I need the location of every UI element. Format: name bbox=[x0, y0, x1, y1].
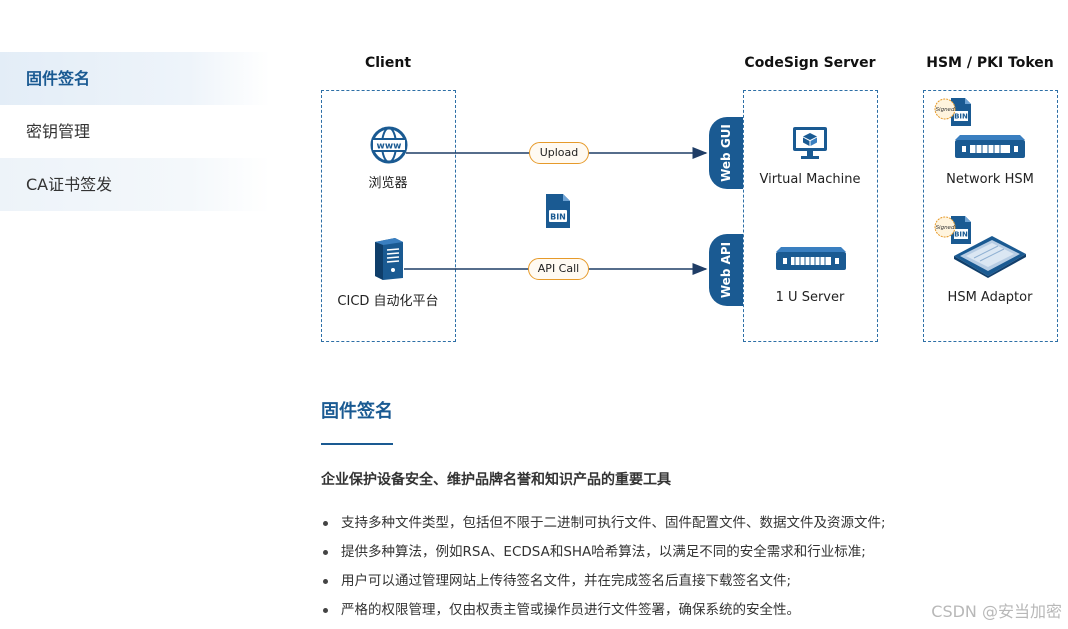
web-api-label: Web API bbox=[719, 241, 733, 299]
node-label-browser: 浏览器 bbox=[368, 176, 408, 191]
node-label-network-hsm: Network HSM bbox=[946, 172, 1034, 187]
signed-stamp-text: Signed bbox=[936, 107, 955, 113]
feature-list: 支持多种文件类型，包括但不限于二进制可执行文件、固件配置文件、数据文件及资源文件… bbox=[321, 513, 886, 629]
section-title: 固件签名 bbox=[321, 401, 393, 422]
sidebar-nav: 固件签名 密钥管理 CA证书签发 bbox=[0, 52, 270, 211]
sidebar-item-firmware-signing[interactable]: 固件签名 bbox=[0, 52, 270, 105]
hsm-box bbox=[923, 90, 1058, 342]
api-call-pill: API Call bbox=[528, 258, 589, 280]
rack-server-icon bbox=[775, 246, 847, 276]
csdn-watermark: CSDN @安当加密 bbox=[931, 602, 1062, 621]
upload-pill: Upload bbox=[529, 142, 589, 164]
bin-file-icon: BIN bbox=[545, 193, 571, 233]
signed-bin-text: BIN bbox=[954, 113, 968, 121]
web-api-tab: Web API bbox=[709, 234, 743, 306]
column-title-hsm: HSM / PKI Token bbox=[926, 55, 1054, 71]
feature-item: 用户可以通过管理网站上传待签名文件，并在完成签名后直接下载签名文件; bbox=[321, 571, 886, 600]
bin-text: BIN bbox=[550, 213, 566, 222]
signed-stamp-text-2: Signed bbox=[936, 225, 955, 231]
server-tower-icon bbox=[373, 236, 405, 284]
feature-item: 支持多种文件类型，包括但不限于二进制可执行文件、固件配置文件、数据文件及资源文件… bbox=[321, 513, 886, 542]
section-title-underline bbox=[321, 443, 393, 445]
column-title-codesign-server: CodeSign Server bbox=[744, 55, 876, 71]
node-label-cicd: CICD 自动化平台 bbox=[337, 294, 439, 309]
signed-bin-text-2: BIN bbox=[954, 231, 968, 239]
monitor-icon bbox=[792, 126, 828, 164]
signed-bin-file-icon: BIN Signed bbox=[934, 97, 974, 131]
web-gui-tab: Web GUI bbox=[709, 117, 743, 189]
client-box bbox=[321, 90, 456, 342]
node-label-hsm-adaptor: HSM Adaptor bbox=[947, 290, 1033, 305]
feature-item: 严格的权限管理，仅由权责主管或操作员进行文件签署，确保系统的安全性。 bbox=[321, 600, 886, 629]
hsm-adaptor-card-icon bbox=[952, 234, 1028, 282]
section-subtitle: 企业保护设备安全、维护品牌名誉和知识产品的重要工具 bbox=[321, 472, 671, 488]
node-label-virtual-machine: Virtual Machine bbox=[759, 172, 861, 187]
globe-www-icon: www bbox=[370, 126, 408, 168]
network-hsm-rack-icon bbox=[954, 134, 1026, 164]
feature-item: 提供多种算法，例如RSA、ECDSA和SHA哈希算法，以满足不同的安全需求和行业… bbox=[321, 542, 886, 571]
server-box bbox=[743, 90, 878, 342]
sidebar-item-ca-certificate[interactable]: CA证书签发 bbox=[0, 158, 270, 211]
web-gui-label: Web GUI bbox=[719, 124, 733, 182]
node-label-1u-server: 1 U Server bbox=[775, 290, 845, 305]
www-text: www bbox=[377, 142, 402, 152]
column-title-client: Client bbox=[364, 55, 412, 71]
signed-bin-file-icon-2: BIN Signed bbox=[934, 215, 974, 249]
sidebar-item-key-management[interactable]: 密钥管理 bbox=[26, 122, 91, 141]
